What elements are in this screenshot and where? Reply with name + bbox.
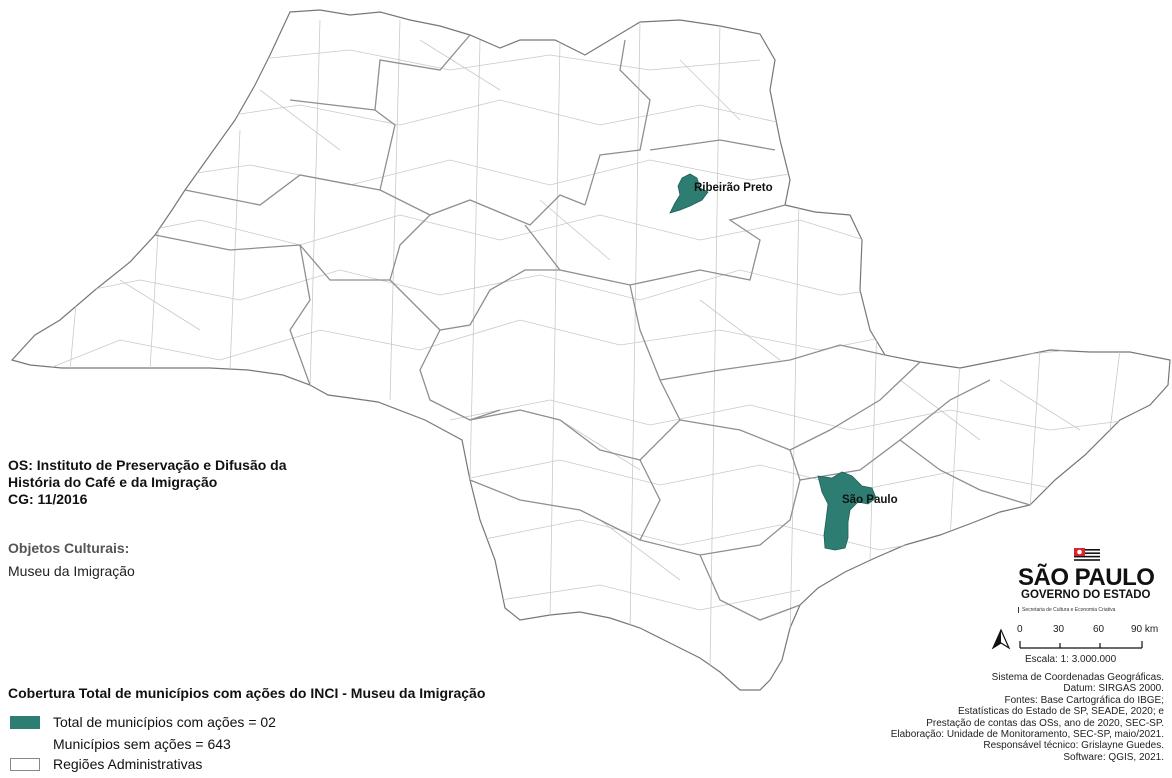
credit-line: Sistema de Coordenadas Geográficas. xyxy=(991,672,1164,683)
scale-bar: 0 30 60 90 km Escala: 1: 3.000.000 xyxy=(990,624,1165,668)
credit-line: Software: QGIS, 2021. xyxy=(1063,751,1164,763)
label-sao-paulo: São Paulo xyxy=(842,494,898,506)
legend-swatch-outline xyxy=(10,757,40,771)
legend-label: Total de municípios com ações = 02 xyxy=(53,714,276,730)
os-info: OS: Instituto de Preservação e Difusão d… xyxy=(8,457,287,508)
label-ribeirao-preto: Ribeirão Preto xyxy=(694,182,773,194)
os-line-2: História do Café e da Imigração xyxy=(8,474,218,490)
objects-title: Objetos Culturais: xyxy=(8,540,130,556)
scale-tick-30: 30 xyxy=(1053,624,1065,635)
legend-item-regions: Regiões Administrativas xyxy=(10,756,202,772)
scale-tick-0: 0 xyxy=(1017,624,1023,635)
credit-line: Fontes: Base Cartográfica do IBGE; xyxy=(1004,694,1164,706)
sao-paulo-area xyxy=(817,471,877,551)
credit-line: Prestação de contas das OSs, ano de 2020… xyxy=(926,717,1164,729)
legend-title: Cobertura Total de municípios com ações … xyxy=(8,685,486,701)
logo-sub-text: GOVERNO DO ESTADO xyxy=(1021,589,1151,601)
os-line-3: CG: 11/2016 xyxy=(8,491,88,507)
os-line-1: OS: Instituto de Preservação e Difusão d… xyxy=(8,457,287,473)
credit-line: Estatísticas do Estado de SP, SEADE, 202… xyxy=(957,706,1164,718)
legend-swatch-filled xyxy=(10,715,40,729)
logo-main-text: SÃO PAULO xyxy=(1018,564,1155,591)
legend-swatch-empty xyxy=(10,738,40,751)
scale-tick-60: 60 xyxy=(1093,624,1105,635)
legend-item-without-actions: Municípios sem ações = 643 xyxy=(10,736,231,752)
map-credits: Sistema de Coordenadas Geográficas. Datu… xyxy=(891,672,1164,763)
legend-label: Regiões Administrativas xyxy=(53,756,203,772)
flag-icon xyxy=(1074,548,1100,563)
scale-tick-90: 90 km xyxy=(1131,624,1159,635)
credit-line: Responsável técnico: Grislayne Guedes. xyxy=(983,740,1164,752)
municipality-boundaries xyxy=(19,19,1170,671)
north-arrow-icon xyxy=(991,628,1011,650)
region-boundaries xyxy=(154,34,1031,621)
credit-line: Datum: SIRGAS 2000. xyxy=(1063,683,1164,695)
logo-tagline: Secretaria de Cultura e Economia Criativ… xyxy=(1018,607,1115,613)
credit-line: Elaboração: Unidade de Monitoramento, SE… xyxy=(890,729,1164,741)
state-outline xyxy=(10,9,1171,691)
ribeirao-preto-area xyxy=(669,173,709,214)
legend-item-with-actions: Total de municípios com ações = 02 xyxy=(10,714,276,730)
scale-line xyxy=(1019,641,1143,649)
sao-paulo-government-logo: SÃO PAULO GOVERNO DO ESTADO Secretaria d… xyxy=(1018,548,1158,620)
scale-ratio: Escala: 1: 3.000.000 xyxy=(1025,654,1117,665)
objects-item: Museu da Imigração xyxy=(8,563,135,579)
legend-label: Municípios sem ações = 643 xyxy=(53,736,231,752)
